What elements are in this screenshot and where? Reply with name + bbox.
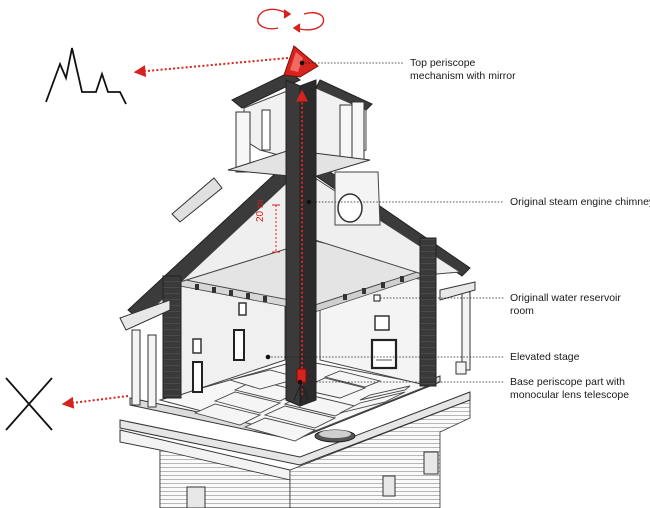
- height-label: 20 m: [255, 199, 266, 222]
- label-base-periscope-line2: monocular lens telescope: [510, 389, 630, 401]
- label-water-room: Originall water reservoir room: [510, 292, 621, 318]
- label-top-periscope-line1: Top periscope: [410, 57, 476, 69]
- steam-engine-chimney: [285, 79, 317, 407]
- label-base-periscope-line1: Base periscope part with: [510, 376, 625, 388]
- base-periscope-telescope: [293, 368, 309, 402]
- label-water-room-line1: Originall water reservoir: [510, 292, 621, 304]
- rotate-arrows-icon: [257, 8, 325, 33]
- label-top-periscope-line2: mechanism with mirror: [410, 70, 516, 82]
- height-dimension: [272, 204, 280, 253]
- leader-lines: [268, 62, 504, 383]
- blocked-view-arrow: [61, 395, 129, 409]
- outbound-view-arrow: [133, 57, 289, 78]
- label-base-periscope: Base periscope part with monocular lens …: [510, 376, 629, 402]
- x-cross-icon: [5, 377, 53, 431]
- label-water-room-line2: room: [510, 305, 534, 317]
- lower-tower: [119, 399, 471, 508]
- label-stage: Elevated stage: [510, 351, 580, 363]
- skyline-zigzag-icon: [45, 47, 127, 105]
- elevated-stage: [193, 369, 411, 442]
- label-top-periscope: Top periscope mechanism with mirror: [410, 57, 516, 83]
- porch-columns: [119, 281, 476, 408]
- water-room-marker: [373, 294, 381, 302]
- leader-dots: [265, 60, 312, 385]
- label-chimney: Original steam engine chimney: [510, 196, 650, 208]
